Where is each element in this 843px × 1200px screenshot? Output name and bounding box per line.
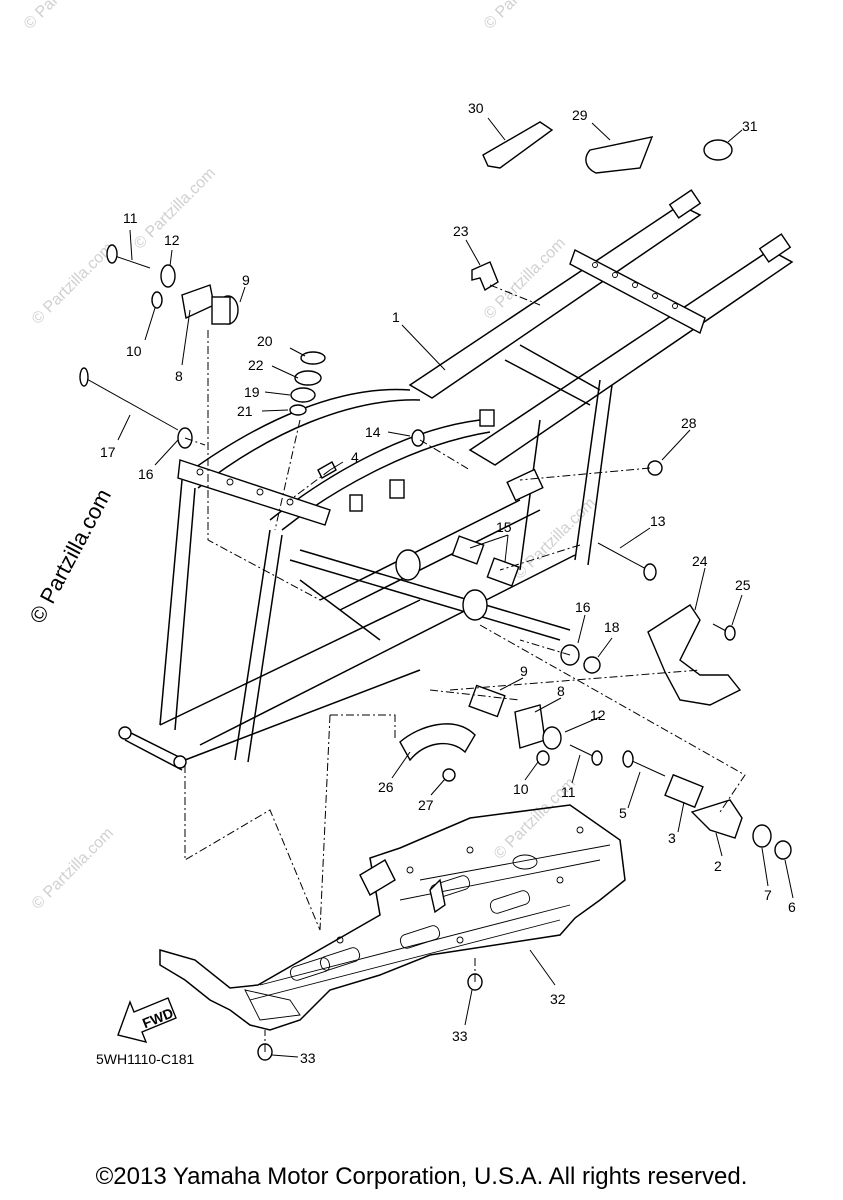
callout-label: 17: [100, 444, 116, 460]
fwd-arrow-icon: FWD: [117, 997, 177, 1044]
watermark: © Partzilla.com: [21, 0, 109, 33]
callout-label: 12: [164, 232, 180, 248]
callout-label: 11: [561, 784, 576, 800]
callout-label: 6: [788, 899, 796, 915]
callout-label: 16: [138, 466, 154, 482]
callout-label: 32: [550, 991, 566, 1007]
watermark-large: © Partzilla.com: [24, 485, 116, 628]
callout-label: 4: [351, 449, 359, 465]
callout-label: 21: [237, 403, 253, 419]
callout-label: 23: [453, 223, 469, 239]
callout-label: 25: [735, 577, 751, 593]
leader-lines: [117, 117, 794, 1058]
callout-label: 19: [244, 384, 260, 400]
watermark: © Partzilla.com: [29, 825, 117, 913]
callout-label: 7: [764, 887, 772, 903]
watermark: © Partzilla.com: [29, 240, 117, 328]
diagram-code: 5WH1110-C181: [96, 1051, 195, 1067]
callout-label: 9: [242, 272, 250, 288]
callout-label: 33: [300, 1050, 316, 1066]
callout-label: 28: [681, 415, 697, 431]
callout-label: 1: [392, 309, 400, 325]
callout-label: 9: [520, 663, 528, 679]
callout-label: 8: [557, 683, 565, 699]
callout-label: 14: [365, 424, 381, 440]
callout-label: 15: [496, 519, 512, 535]
callout-label: 22: [248, 357, 264, 373]
callout-label: 5: [619, 805, 627, 821]
loose-parts: [79, 121, 792, 1061]
callout-label: 13: [650, 513, 666, 529]
callout-label: 30: [468, 100, 484, 116]
callout-label: 12: [590, 707, 606, 723]
skid-plate: [159, 804, 626, 1031]
callout-label: 11: [123, 210, 138, 226]
main-frame: [118, 189, 794, 771]
callout-label: 27: [418, 797, 434, 813]
callouts: 1 2 3 4 5 6 7 8 8 9 9 10 10 11 11 12 12 …: [100, 100, 796, 1066]
watermark: © Partzilla.com: [481, 0, 569, 33]
callout-label: 29: [572, 107, 588, 123]
assembly-lines: [184, 284, 746, 1052]
callout-label: 10: [126, 343, 142, 359]
parts-diagram: © Partzilla.com © Partzilla.com © Partzi…: [21, 0, 796, 1067]
callout-label: 2: [714, 858, 722, 874]
callout-label: 20: [257, 333, 273, 349]
callout-label: 3: [668, 830, 676, 846]
callout-label: 8: [175, 368, 183, 384]
callout-label: 16: [575, 599, 591, 615]
callout-label: 24: [692, 553, 708, 569]
copyright-notice: ©2013 Yamaha Motor Corporation, U.S.A. A…: [95, 1163, 748, 1190]
callout-label: 10: [513, 781, 529, 797]
callout-label: 18: [604, 619, 620, 635]
callout-label: 31: [742, 118, 758, 134]
callout-label: 33: [452, 1028, 468, 1044]
callout-label: 26: [378, 779, 394, 795]
